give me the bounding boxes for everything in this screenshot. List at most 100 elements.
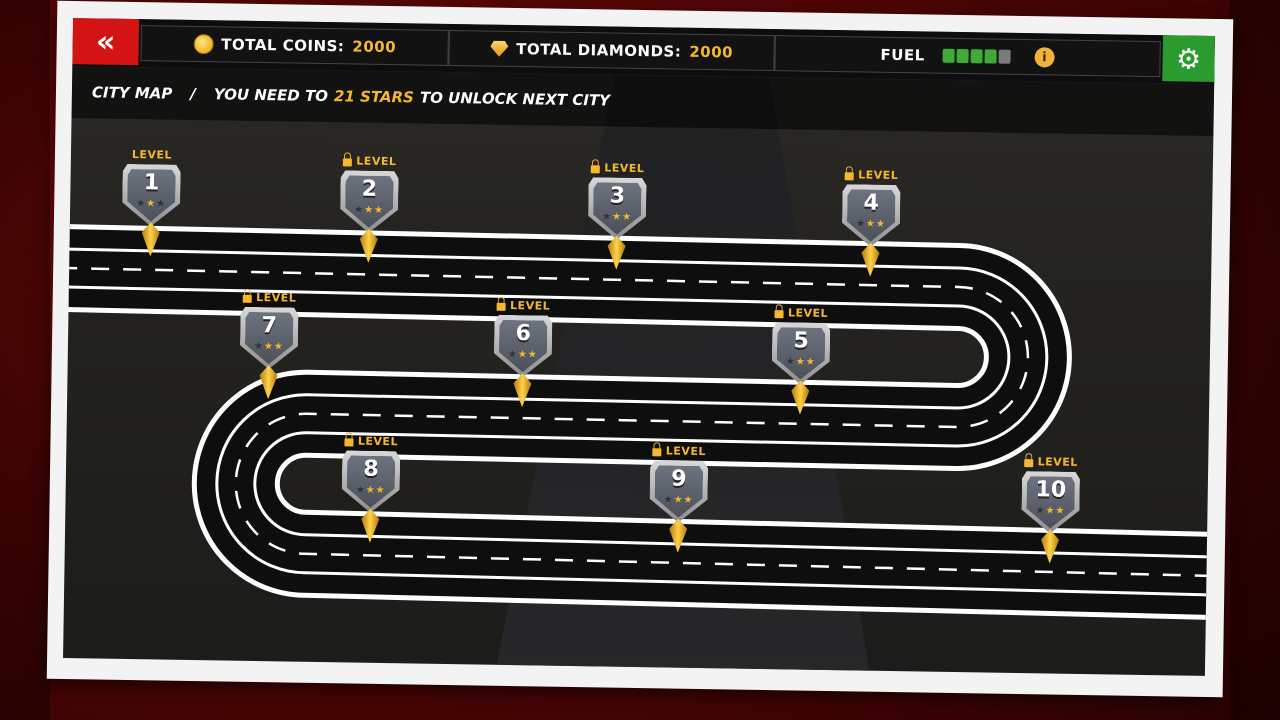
level-marker-5[interactable]: LEVEL 5 ★★★	[765, 304, 837, 415]
level-label: LEVEL	[837, 166, 907, 183]
level-marker-1[interactable]: LEVEL 1 ★★★	[115, 146, 187, 257]
background-right-edge	[1230, 0, 1280, 720]
star-icon: ★	[785, 356, 796, 368]
map-pin-icon	[359, 229, 378, 263]
map-pin-icon	[513, 373, 532, 407]
lock-icon	[652, 447, 662, 456]
star-icon: ★	[517, 349, 528, 361]
star-icon: ★	[663, 494, 674, 506]
star-icon: ★	[374, 204, 385, 216]
level-marker-2[interactable]: LEVEL 2 ★★★	[333, 152, 405, 263]
fuel-cell	[956, 48, 969, 64]
breadcrumb-separator: /	[190, 84, 196, 104]
level-marker-6[interactable]: LEVEL 6 ★★★	[487, 297, 559, 408]
star-icon: ★	[364, 204, 375, 216]
total-diamonds-value: 2000	[689, 42, 734, 62]
level-number: 2	[361, 176, 378, 202]
level-label: LEVEL	[1016, 453, 1086, 470]
level-stars: ★★★	[772, 356, 830, 368]
level-number: 1	[143, 170, 160, 196]
total-coins-panel: TOTAL COINS: 2000	[140, 25, 449, 66]
star-icon: ★	[865, 218, 877, 230]
star-icon: ★	[611, 211, 623, 223]
level-number: 9	[671, 466, 687, 492]
gear-icon: ⚙	[1175, 41, 1202, 76]
level-shield: 1 ★★★	[122, 164, 181, 227]
star-icon: ★	[273, 341, 284, 353]
double-chevron-left-icon: «	[95, 23, 116, 60]
background-left-edge	[0, 0, 50, 720]
fuel-panel: FUEL i	[774, 35, 1161, 78]
settings-button[interactable]: ⚙	[1162, 35, 1215, 83]
unlock-hint-prefix: YOU NEED TO	[213, 85, 329, 106]
level-stars: ★★★	[494, 349, 552, 361]
fuel-cell	[984, 49, 997, 64]
star-icon: ★	[795, 356, 806, 368]
star-icon: ★	[375, 484, 386, 497]
total-coins-value: 2000	[352, 37, 397, 57]
total-diamonds-panel: TOTAL DIAMONDS: 2000	[448, 29, 775, 72]
level-marker-3[interactable]: LEVEL 3 ★★★	[581, 159, 653, 270]
fuel-cell-empty	[998, 49, 1011, 64]
lock-icon	[1024, 458, 1034, 467]
stars-required: 21 STARS	[333, 87, 415, 107]
star-icon: ★	[855, 218, 867, 230]
city-map-title: CITY MAP	[91, 83, 173, 103]
total-coins-label: TOTAL COINS:	[221, 35, 345, 56]
map-pin-icon	[791, 380, 810, 414]
level-stars: ★★★	[588, 211, 646, 223]
star-icon: ★	[253, 340, 265, 353]
level-marker-8[interactable]: LEVEL 8 ★★★	[335, 432, 407, 543]
lock-icon	[591, 164, 601, 173]
level-label: LEVEL	[235, 289, 305, 306]
star-icon: ★	[621, 211, 633, 223]
level-shield: 5 ★★★	[771, 322, 830, 385]
level-label: LEVEL	[336, 432, 406, 449]
level-label: LEVEL	[335, 152, 405, 169]
total-diamonds-label: TOTAL DIAMONDS:	[516, 40, 682, 61]
level-number: 4	[863, 190, 880, 216]
road-track	[63, 223, 1215, 621]
star-icon: ★	[683, 494, 694, 506]
level-number: 10	[1035, 477, 1067, 503]
level-marker-4[interactable]: LEVEL 4 ★★★	[835, 166, 907, 277]
level-shield: 10 ★★★	[1021, 471, 1080, 534]
star-icon: ★	[507, 348, 518, 361]
star-icon: ★	[527, 349, 538, 361]
map-pin-icon	[1041, 529, 1060, 563]
star-icon: ★	[1035, 505, 1046, 517]
back-button[interactable]: «	[72, 18, 140, 66]
level-label: LEVEL	[489, 297, 559, 314]
level-label: LEVEL	[644, 442, 714, 459]
level-stars: ★★★	[650, 494, 708, 506]
level-shield: 8 ★★★	[341, 450, 400, 513]
star-icon: ★	[136, 198, 147, 210]
level-marker-10[interactable]: LEVEL 10 ★★★	[1015, 453, 1087, 564]
star-icon: ★	[673, 494, 684, 506]
level-shield: 6 ★★★	[494, 315, 553, 378]
lock-icon	[343, 157, 353, 166]
fuel-gauge	[942, 48, 1011, 64]
star-icon: ★	[263, 341, 275, 353]
level-stars: ★★★	[122, 198, 180, 210]
lock-icon	[774, 309, 785, 318]
level-label: LEVEL	[766, 304, 836, 321]
level-marker-7[interactable]: LEVEL 7 ★★★	[233, 289, 305, 400]
level-number: 7	[261, 313, 278, 339]
fuel-label: FUEL	[880, 45, 925, 65]
level-marker-9[interactable]: LEVEL 9 ★★★	[643, 442, 715, 553]
coin-icon	[193, 33, 214, 55]
level-shield: 3 ★★★	[588, 177, 647, 240]
map-pin-icon	[361, 509, 380, 543]
star-icon: ★	[601, 211, 613, 223]
star-icon: ★	[146, 198, 157, 210]
lock-icon	[497, 302, 507, 311]
info-icon[interactable]: i	[1034, 47, 1055, 68]
level-shield: 9 ★★★	[649, 460, 708, 523]
lock-icon	[344, 437, 355, 447]
star-icon: ★	[156, 198, 167, 210]
level-number: 3	[609, 183, 626, 209]
star-icon: ★	[875, 218, 886, 230]
unlock-hint-suffix: TO UNLOCK NEXT CITY	[419, 88, 611, 110]
level-stars: ★★★	[842, 218, 900, 230]
